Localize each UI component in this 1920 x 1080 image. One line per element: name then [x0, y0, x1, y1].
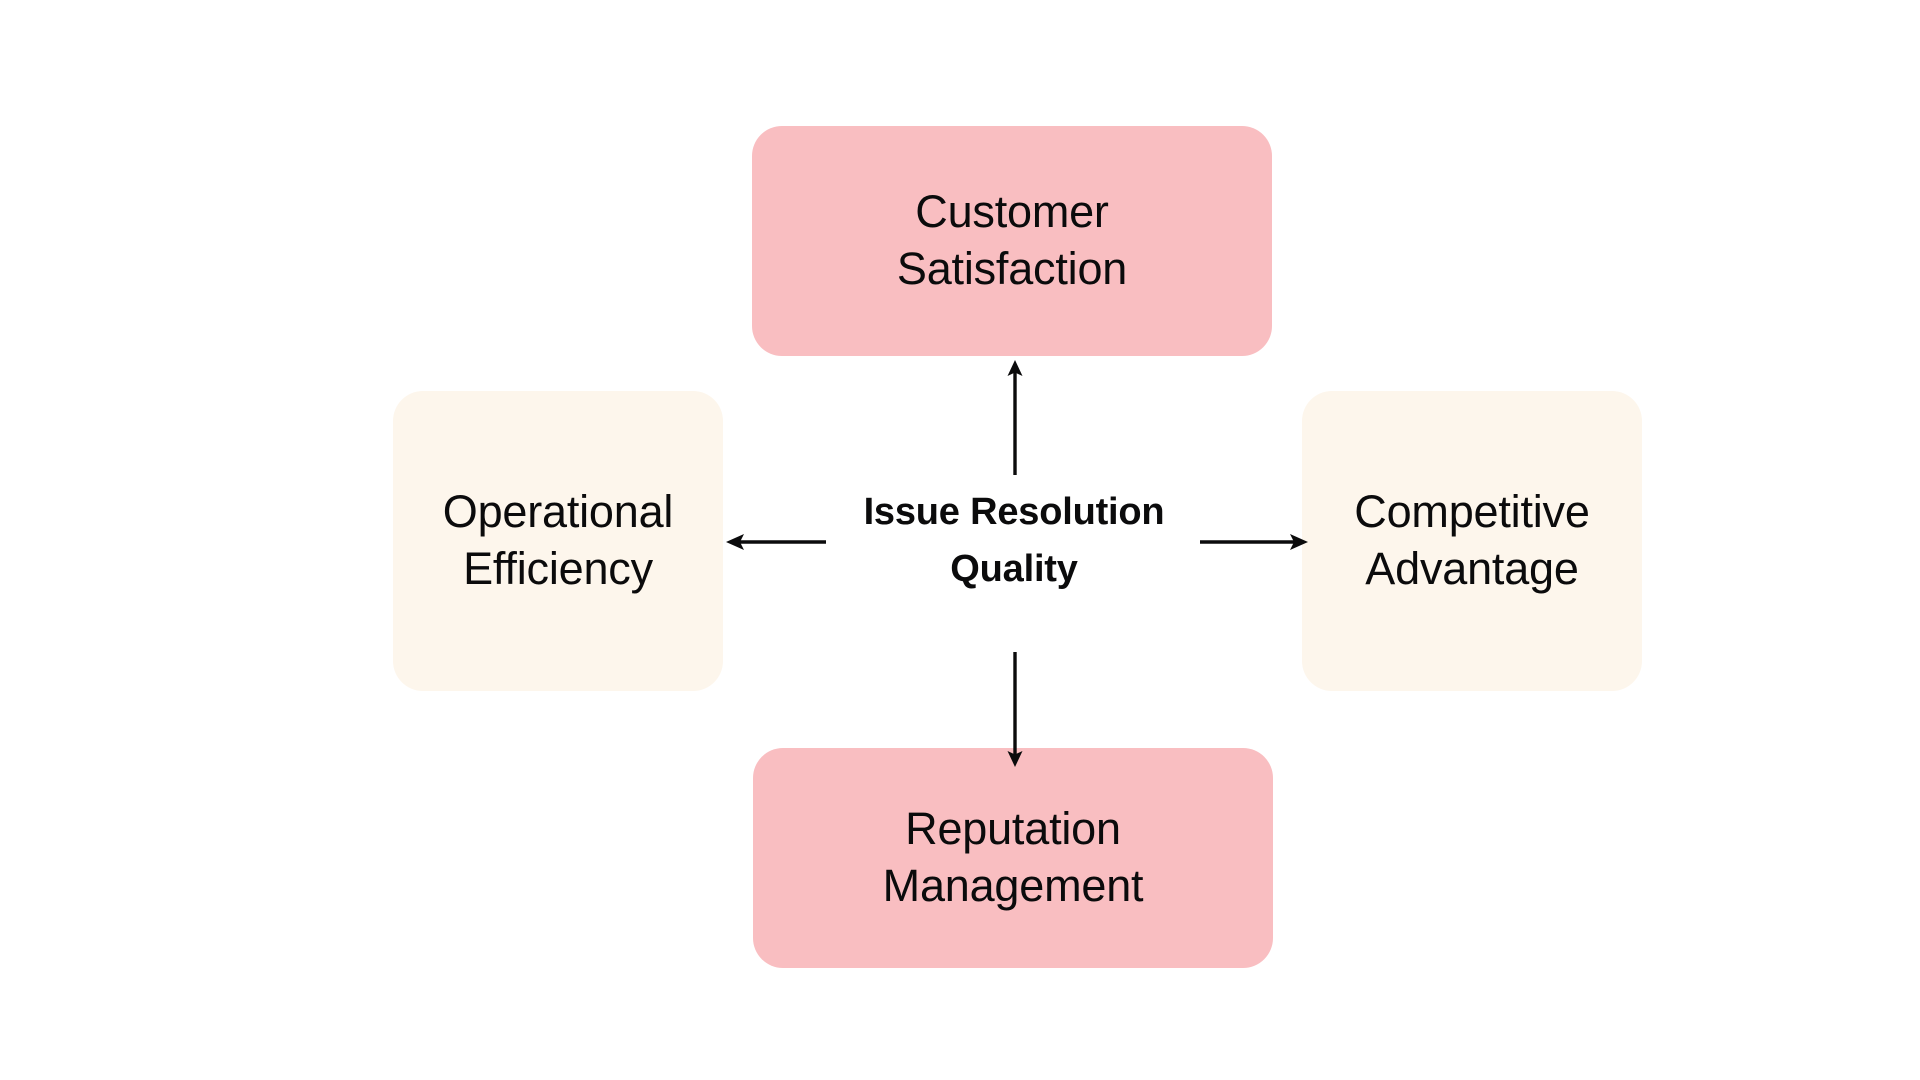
node-operational-efficiency[interactable]: Operational Efficiency [393, 391, 723, 691]
node-label-line-1: Customer [915, 186, 1109, 238]
node-label-line-2: Management [882, 860, 1144, 911]
node-label-line-1: Reputation [905, 803, 1121, 855]
center-label-line-2: Quality [950, 548, 1078, 590]
node-label-line-2: Advantage [1365, 543, 1579, 594]
node-reputation-management[interactable]: Reputation Management [753, 748, 1273, 968]
arrow-down-icon [1007, 652, 1023, 767]
node-label-line-1: Operational [442, 486, 674, 538]
node-label-line-1: Competitive [1354, 486, 1590, 538]
node-competitive-advantage[interactable]: Competitive Advantage [1302, 391, 1642, 691]
arrow-right-icon [1200, 534, 1308, 550]
node-customer-satisfaction[interactable]: Customer Satisfaction [752, 126, 1272, 356]
arrow-up-icon [1007, 360, 1023, 475]
center-label-line-1: Issue Resolution [863, 491, 1165, 533]
node-label-line-2: Efficiency [463, 543, 653, 594]
node-label-line-2: Satisfaction [896, 243, 1128, 294]
center-node-issue-resolution-quality[interactable]: Issue Resolution Quality [828, 480, 1200, 602]
arrow-left-icon [726, 534, 826, 550]
